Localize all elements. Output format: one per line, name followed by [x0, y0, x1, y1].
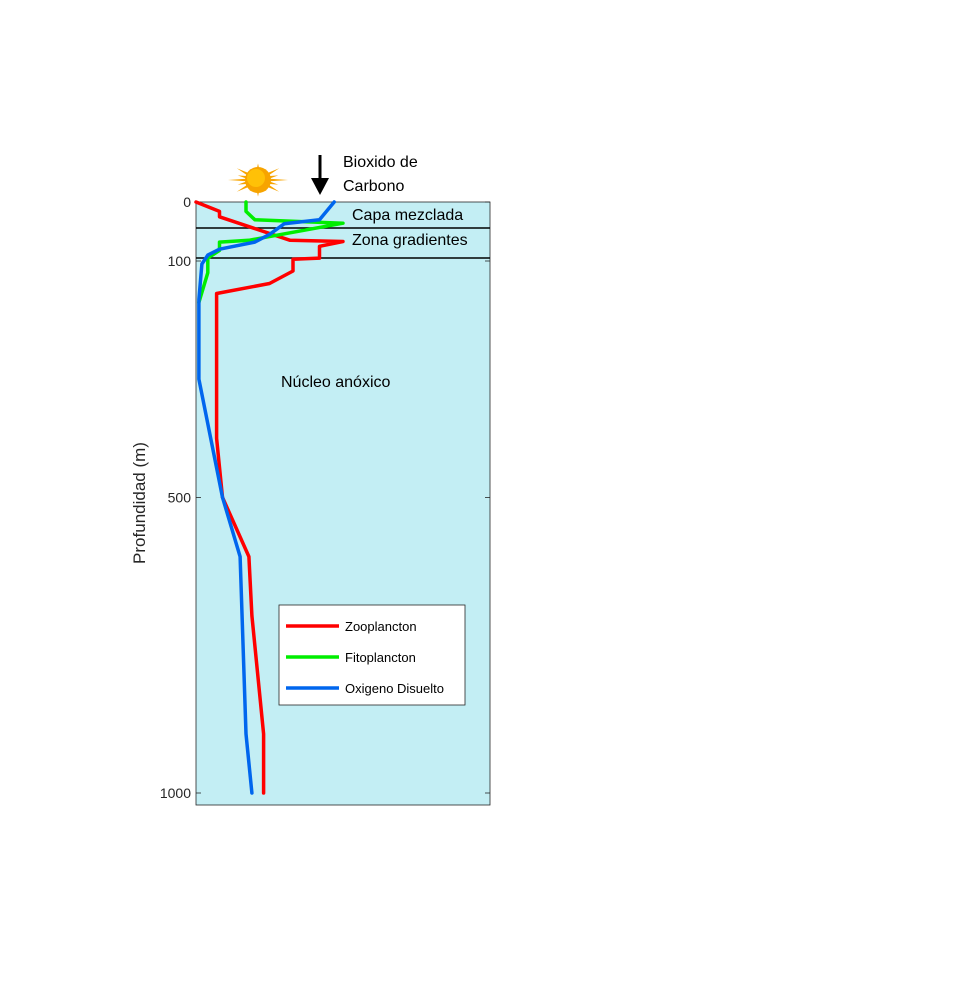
legend-label: Oxigeno Disuelto: [345, 681, 444, 696]
legend-label: Fitoplancton: [345, 650, 416, 665]
down-arrow-icon: [311, 155, 329, 195]
series-line-oxigeno-disuelto: [197, 200, 336, 795]
mixed-layer-label: Capa mezclada: [352, 207, 463, 224]
series-line-zooplancton: [194, 200, 345, 795]
plot-background: [195, 201, 491, 806]
anoxic-core-label: Núcleo anóxico: [281, 374, 391, 391]
y-tick-label: 1000: [160, 785, 191, 801]
series-line-fitoplancton: [197, 200, 345, 305]
sun-icon: [228, 163, 288, 197]
y-tick-label: 500: [168, 489, 192, 505]
co2-label-line2: Carbono: [343, 178, 404, 195]
co2-label-line1: Bioxido de: [343, 154, 418, 171]
gradient-zone-label: Zona gradientes: [352, 232, 468, 249]
y-axis-label: Profundidad (m): [130, 442, 149, 564]
legend-label: Zooplancton: [345, 619, 417, 634]
y-tick-label: 100: [168, 253, 192, 269]
y-tick-label: 0: [183, 194, 191, 210]
